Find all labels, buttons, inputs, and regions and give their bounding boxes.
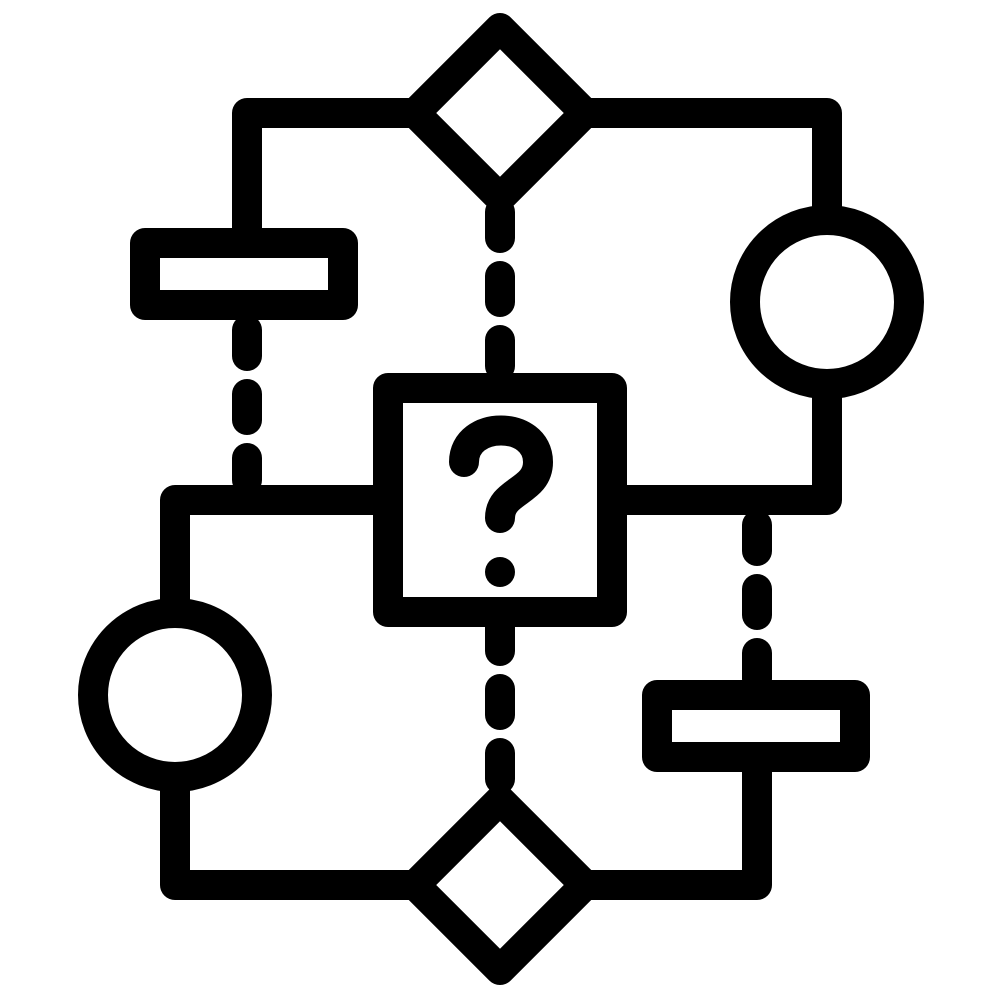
left-terminal-circle	[78, 598, 272, 792]
top-decision-diamond	[400, 13, 600, 213]
left-connector	[160, 485, 403, 620]
left-process-bar	[130, 228, 358, 320]
top-right-connector	[560, 98, 842, 225]
right-process-bar	[642, 680, 870, 772]
question-mark-icon	[449, 415, 553, 587]
bottom-decision-diamond	[400, 785, 600, 985]
bottom-left-connector	[160, 772, 440, 900]
top-connector	[232, 98, 440, 255]
right-lower-connector	[597, 378, 842, 515]
bottom-right-connector	[560, 755, 772, 900]
right-terminal-circle	[730, 205, 924, 399]
stock-id-watermark: 683645278	[0, 783, 5, 888]
